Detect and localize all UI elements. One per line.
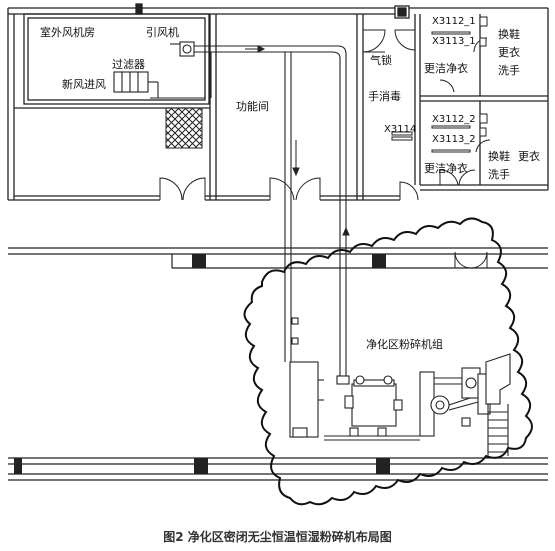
- clean-clothes-label-1: 更洁净衣: [424, 61, 468, 75]
- door-x3114-label: X3114: [384, 124, 416, 135]
- crusher-equipment: [284, 317, 511, 456]
- clean-clothes-label-2: 更洁净衣: [424, 161, 468, 175]
- filter-label: 过滤器: [112, 58, 145, 71]
- change-shoes-label-2: 换鞋: [488, 149, 510, 163]
- columns: [14, 254, 390, 474]
- fresh-air-inlet-label: 新风进风: [62, 77, 106, 91]
- induced-fan-label: 引风机: [146, 25, 179, 39]
- door-x3113-1-label: X3113_1: [432, 36, 476, 47]
- flow-arrows: [245, 45, 350, 250]
- change-clothes-label-1: 更衣: [498, 45, 520, 59]
- change-shoes-label-1: 换鞋: [498, 27, 520, 41]
- wash-hands-label-1: 洗手: [498, 63, 520, 77]
- hatched-shaft: [165, 107, 203, 149]
- hand-disinfect-label: 手消毒: [368, 89, 401, 103]
- air-duct: [113, 41, 347, 330]
- wash-hands-label-2: 洗手: [488, 167, 510, 181]
- door-swings: [159, 29, 491, 201]
- floor-plan: 室外风机房 引风机 过滤器 新风进风 功能间 气锁 手消毒 更洁净衣 更洁净衣 …: [7, 3, 549, 506]
- door-x3113-2-label: X3113_2: [432, 134, 476, 145]
- upper-building-walls: [7, 3, 549, 201]
- function-room-label: 功能间: [236, 99, 269, 113]
- lower-corridor-walls: [8, 247, 548, 481]
- outdoor-fan-room-label: 室外风机房: [40, 25, 95, 39]
- crusher-group-label: 净化区粉碎机组: [366, 337, 443, 351]
- door-sensors: [391, 16, 488, 153]
- change-clothes-label-2: 更衣: [518, 149, 540, 163]
- clean-zone-boundary: [243, 217, 533, 506]
- door-x3112-2-label: X3112_2: [432, 114, 476, 125]
- lower-door-swings: [454, 251, 488, 269]
- airlock-label: 气锁: [370, 53, 392, 67]
- door-x3112-1-label: X3112_1: [432, 16, 476, 27]
- figure-caption: 图2 净化区密闭无尘恒温恒湿粉碎机布局图: [163, 530, 392, 544]
